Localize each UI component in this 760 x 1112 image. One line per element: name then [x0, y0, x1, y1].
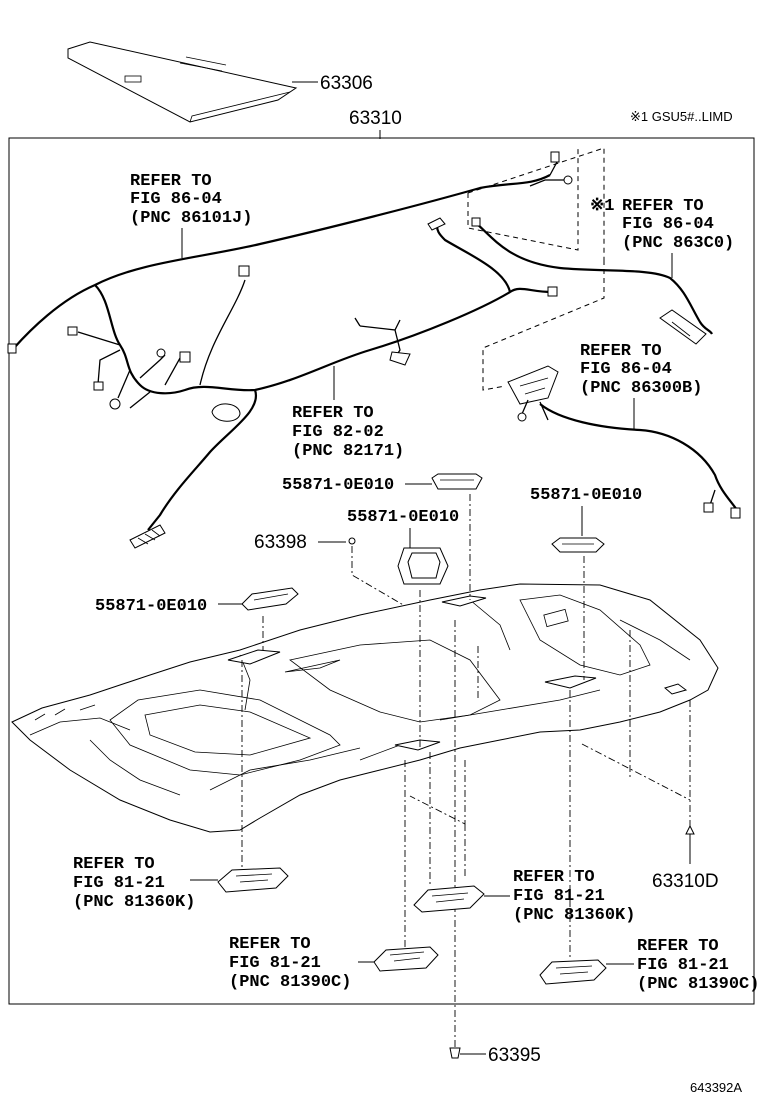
part-63395: 63395 [449, 1045, 541, 1066]
svg-text:(PNC 82171): (PNC 82171) [292, 442, 404, 461]
svg-text:REFER TO: REFER TO [130, 172, 212, 191]
clip-63398 [348, 537, 356, 545]
sunshade-panel [67, 41, 298, 123]
svg-text:REFER TO: REFER TO [229, 935, 311, 954]
ref-86101J: REFER TO FIG 86-04 (PNC 86101J) [130, 172, 252, 258]
svg-text:(PNC 86300B): (PNC 86300B) [580, 379, 702, 398]
part-63398-label: 63398 [254, 532, 307, 553]
svg-text:(PNC 86101J): (PNC 86101J) [130, 209, 252, 228]
svg-text:FIG 81-21: FIG 81-21 [637, 956, 729, 975]
svg-text:FIG 86-04: FIG 86-04 [580, 360, 672, 379]
svg-text:FIG 81-21: FIG 81-21 [513, 887, 605, 906]
clip-centerline [351, 546, 413, 611]
ref-86300B: REFER TO FIG 86-04 (PNC 86300B) [580, 342, 702, 430]
part-63310D: 63310D [652, 824, 719, 892]
svg-text:FIG 86-04: FIG 86-04 [130, 190, 222, 209]
lamp-81360K-left: REFER TO FIG 81-21 (PNC 81360K) [73, 855, 289, 912]
svg-text:FIG 81-21: FIG 81-21 [229, 954, 321, 973]
lamp-lens-center: 55871-0E010 [347, 508, 459, 585]
svg-text:(PNC 863C0): (PNC 863C0) [622, 234, 734, 253]
rear-lamp-harness [507, 365, 741, 519]
svg-text:(PNC 81360K): (PNC 81360K) [73, 893, 195, 912]
part-63306-label: 63306 [320, 73, 373, 94]
diagram-code: 643392A [690, 1080, 742, 1095]
lamp-lens-right: 55871-0E010 [530, 486, 642, 553]
dashed-region-a [467, 147, 605, 391]
roof-headliner [11, 583, 719, 833]
dashed-region-b [467, 148, 579, 251]
svg-text:FIG 86-04: FIG 86-04 [622, 215, 714, 234]
roof-wire-harness [7, 151, 573, 549]
svg-text:(PNC 81390C): (PNC 81390C) [637, 975, 759, 994]
svg-text:FIG 82-02: FIG 82-02 [292, 423, 384, 442]
svg-text:63310D: 63310D [652, 871, 719, 892]
svg-text:REFER TO: REFER TO [580, 342, 662, 361]
lamp-81390C-center: REFER TO FIG 81-21 (PNC 81390C) [229, 935, 439, 992]
svg-text:55871-0E010: 55871-0E010 [347, 508, 459, 527]
svg-text:63395: 63395 [488, 1045, 541, 1066]
svg-text:REFER TO: REFER TO [73, 855, 155, 874]
svg-text:55871-0E010: 55871-0E010 [530, 486, 642, 505]
svg-text:55871-0E010: 55871-0E010 [95, 597, 207, 616]
model-note: ※1 GSU5#..LIMD [630, 109, 733, 124]
svg-text:REFER TO: REFER TO [513, 868, 595, 887]
svg-text:(PNC 81360K): (PNC 81360K) [513, 906, 635, 925]
part-63310-label: 63310 [349, 108, 402, 129]
lamp-lens-top: 55871-0E010 [282, 473, 483, 495]
lamp-81360K-center: REFER TO FIG 81-21 (PNC 81360K) [413, 868, 635, 925]
lamp-81390C-right: REFER TO FIG 81-21 (PNC 81390C) [539, 937, 759, 994]
alignment-lines [241, 494, 691, 1052]
ref-82171: REFER TO FIG 82-02 (PNC 82171) [292, 366, 404, 461]
rear-wire-harness [471, 217, 713, 345]
svg-text:(PNC 81390C): (PNC 81390C) [229, 973, 351, 992]
assembly-frame [8, 137, 755, 1005]
svg-text:※1: ※1 [590, 197, 614, 216]
svg-text:FIG 81-21: FIG 81-21 [73, 874, 165, 893]
svg-text:REFER TO: REFER TO [622, 197, 704, 216]
lamp-lens-left: 55871-0E010 [95, 587, 299, 616]
ref-863C0: ※1 REFER TO FIG 86-04 (PNC 863C0) [590, 197, 734, 278]
svg-text:REFER TO: REFER TO [637, 937, 719, 956]
svg-text:55871-0E010: 55871-0E010 [282, 476, 394, 495]
svg-text:REFER TO: REFER TO [292, 404, 374, 423]
